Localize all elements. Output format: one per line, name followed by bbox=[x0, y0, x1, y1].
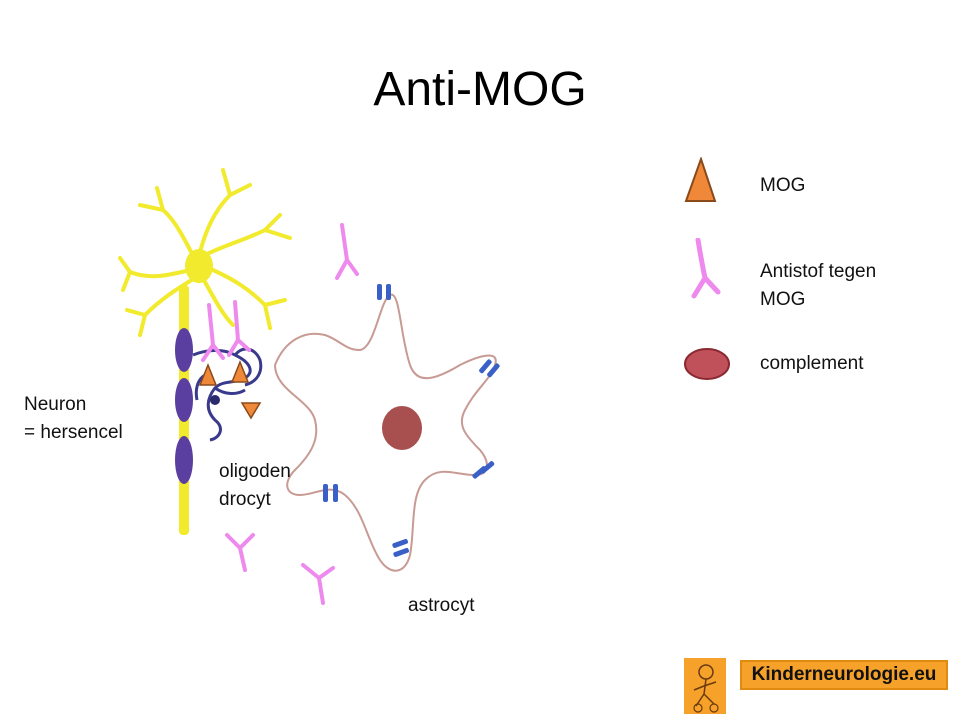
legend-antibody-line1: Antistof tegen bbox=[760, 261, 877, 282]
logo-text-box: Kinderneurologie.eu bbox=[740, 660, 948, 690]
myelin-sheaths bbox=[175, 328, 193, 484]
legend-complement-label: complement bbox=[760, 353, 864, 374]
antibodies bbox=[201, 223, 359, 605]
legend-mog-icon bbox=[684, 157, 717, 202]
neuron-nucleus bbox=[185, 249, 213, 283]
oligodendrocyte-label: oligoden drocyt bbox=[219, 458, 291, 514]
legend-antibody-line2: MOG bbox=[760, 289, 806, 310]
mog-antigens bbox=[198, 359, 262, 420]
oligodendrocyte-label-line1: oligoden bbox=[219, 461, 291, 482]
legend-antibody-icon bbox=[691, 238, 721, 299]
neuron-label: Neuron = hersencel bbox=[24, 391, 123, 447]
logo-child-figure-icon bbox=[684, 658, 726, 714]
legend-mog-label: MOG bbox=[760, 175, 806, 196]
aquaporin-channels bbox=[323, 284, 500, 557]
kinderneurologie-logo: Kinderneurologie.eu bbox=[684, 656, 950, 716]
astrocyte-label: astrocyt bbox=[408, 595, 475, 616]
logo-text: Kinderneurologie.eu bbox=[751, 664, 937, 685]
oligodendrocyte bbox=[192, 347, 263, 442]
oligodendrocyte-nucleus bbox=[210, 395, 220, 405]
neuron-label-line2: = hersencel bbox=[24, 422, 123, 443]
legend-complement-icon bbox=[684, 348, 730, 380]
neuron-dendrites bbox=[118, 168, 292, 337]
slide-title: Anti-MOG bbox=[373, 63, 587, 116]
neuron-label-line1: Neuron bbox=[24, 394, 87, 415]
astrocyte-nucleus bbox=[382, 406, 422, 450]
diagram-illustration bbox=[118, 168, 500, 605]
legend-antibody-label: Antistof tegen MOG bbox=[760, 258, 876, 314]
oligodendrocyte-label-line2: drocyt bbox=[219, 489, 271, 510]
